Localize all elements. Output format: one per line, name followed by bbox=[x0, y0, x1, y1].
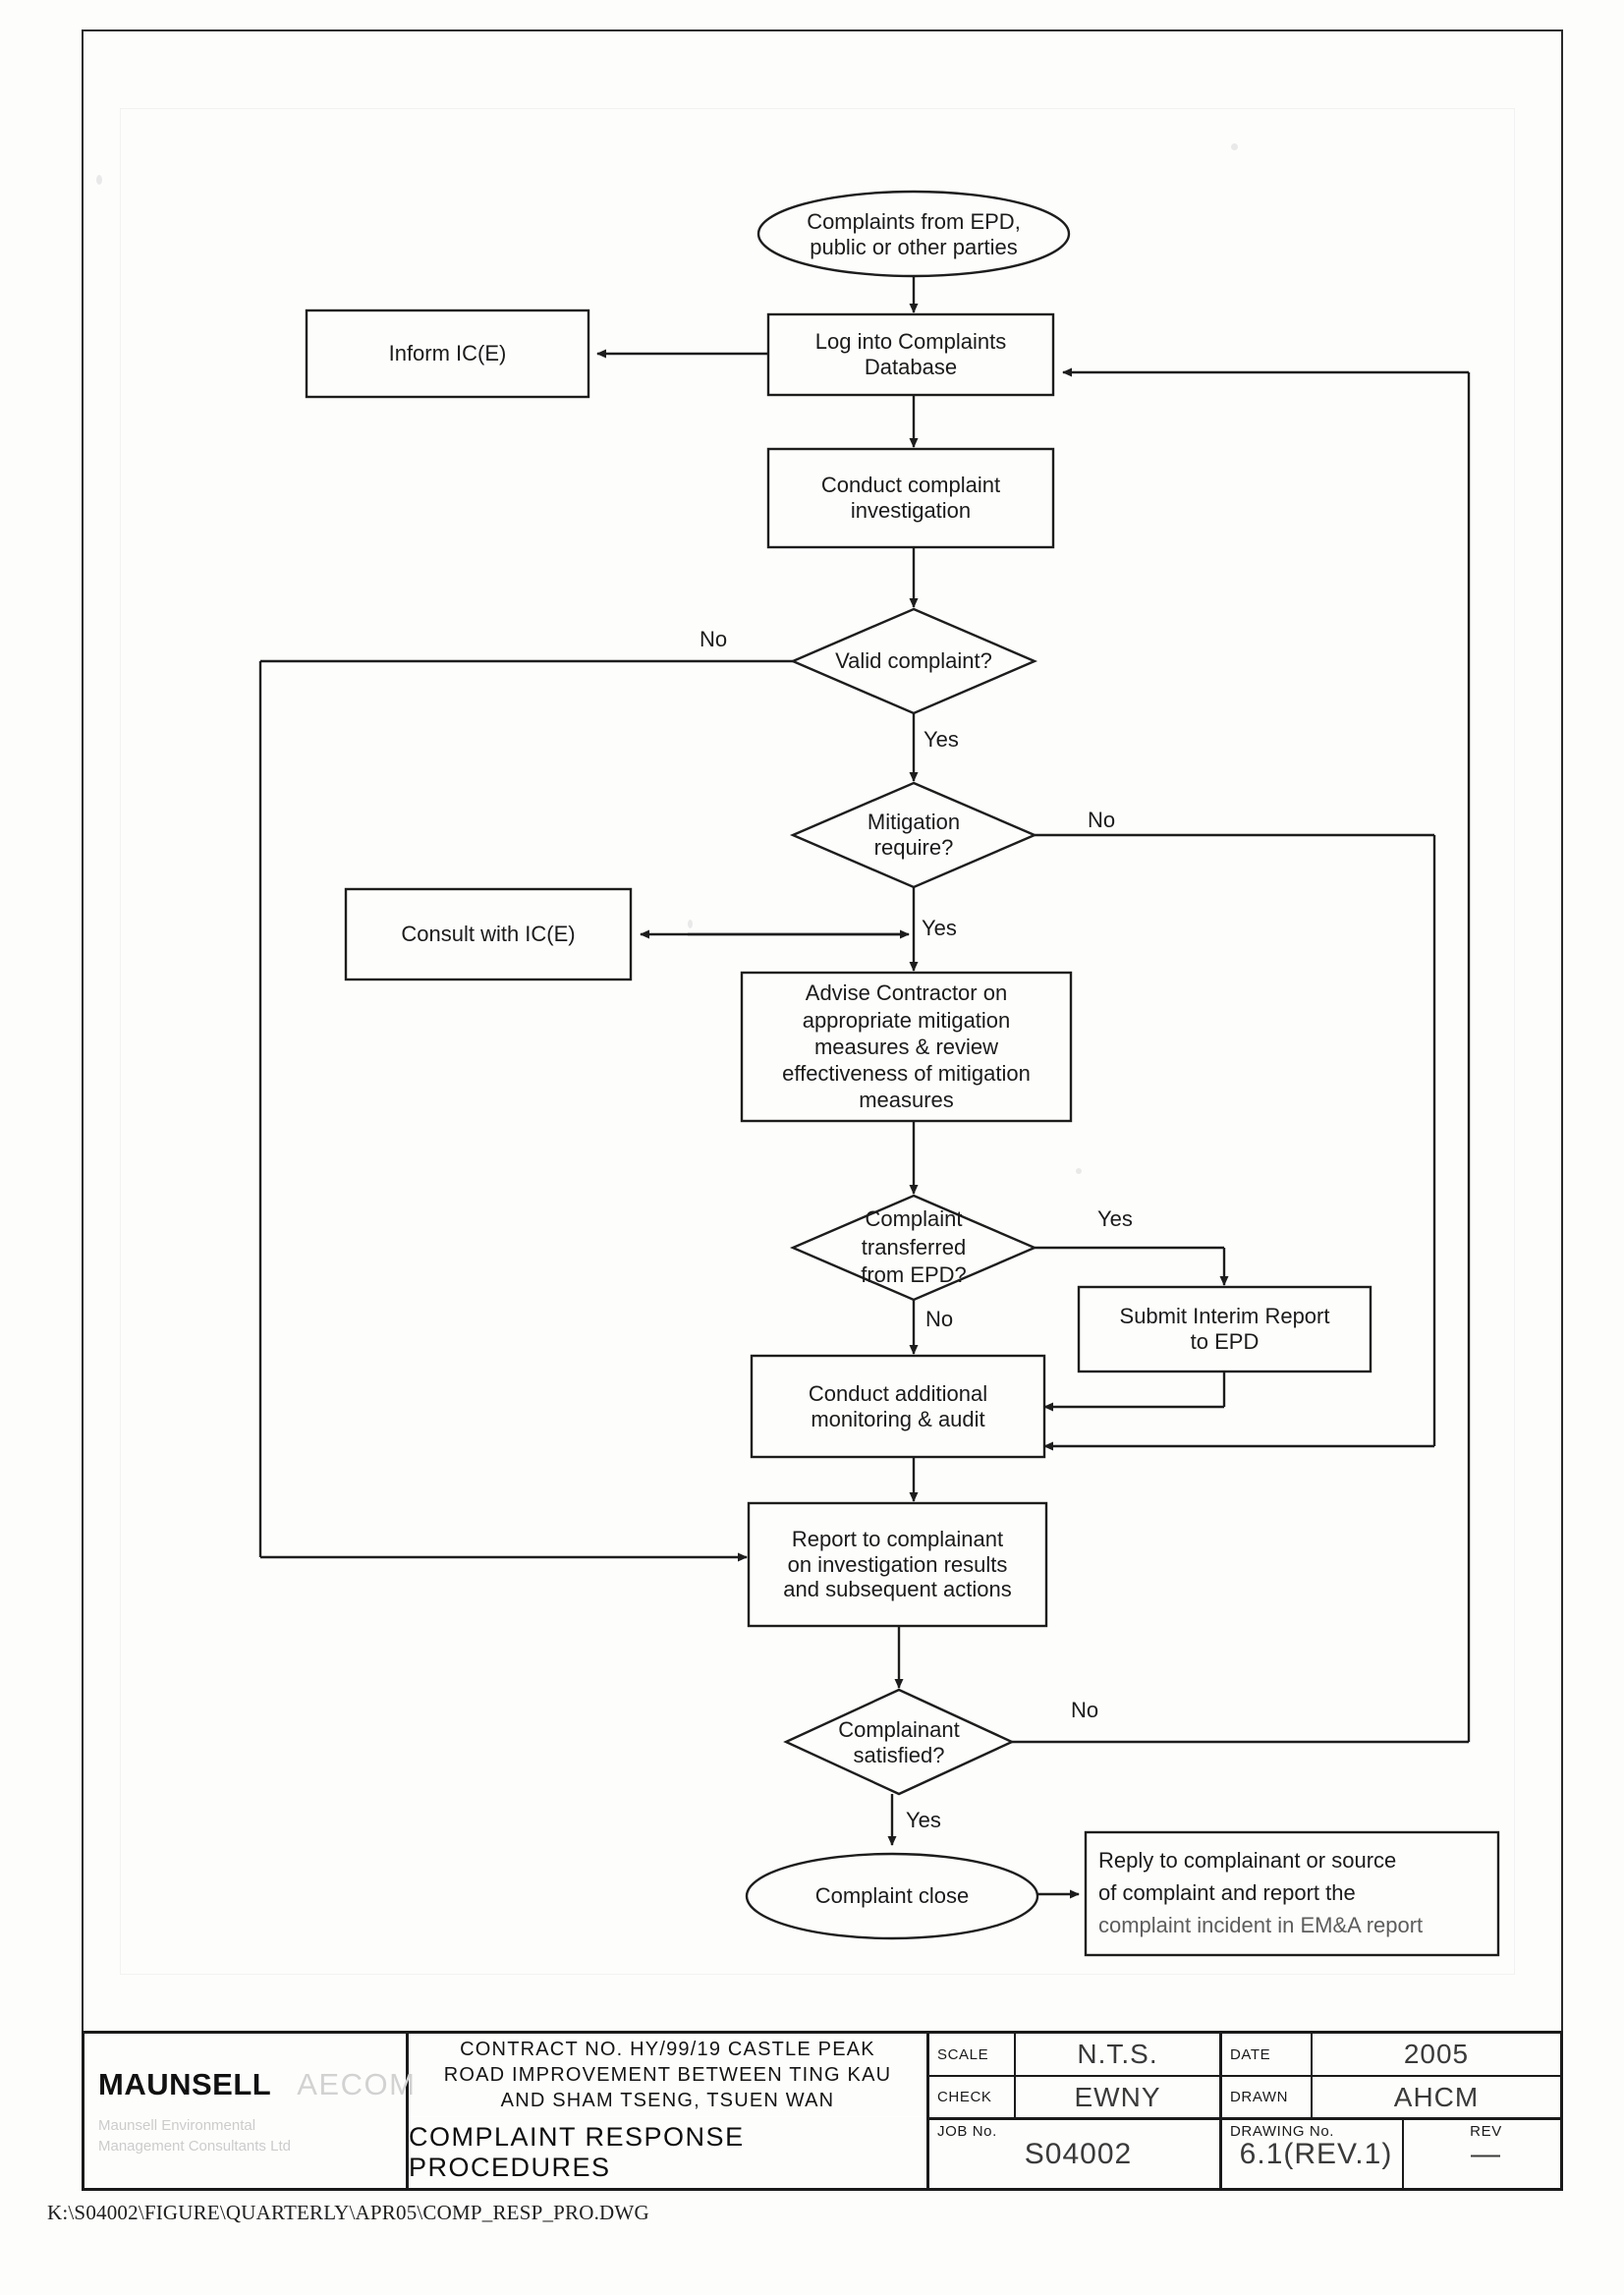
edge-label-satisfied-yes: Yes bbox=[906, 1808, 941, 1832]
log-database-shape bbox=[766, 312, 1055, 397]
contract-line-2: ROAD IMPROVEMENT BETWEEN TING KAU bbox=[443, 2064, 892, 2086]
edge-label-valid-yes: Yes bbox=[924, 727, 959, 752]
title-block: MAUNSELL AECOM Maunsell Environmental Ma… bbox=[82, 2031, 1563, 2191]
contract-line-3: AND SHAM TSENG, TSUEN WAN bbox=[500, 2090, 835, 2111]
maunsell-wordmark: MAUNSELL bbox=[98, 2067, 272, 2102]
complainant-satisfied-shape bbox=[783, 1688, 1015, 1796]
rev-label: REV bbox=[1470, 2123, 1502, 2140]
sheet-inner-border bbox=[120, 108, 1515, 1975]
job-label: JOB No. bbox=[937, 2123, 997, 2140]
title-block-row-scale: SCALE N.T.S. DATE 2005 bbox=[929, 2034, 1560, 2077]
drawing-number-value: 6.1(REV.1) bbox=[1239, 2138, 1393, 2170]
reply-complainant-shape bbox=[1084, 1830, 1500, 1957]
consult-ice-shape bbox=[344, 887, 633, 981]
scale-label: SCALE bbox=[929, 2034, 1016, 2075]
drawing-number-label: DRAWING No. bbox=[1230, 2123, 1335, 2140]
scan-speckle bbox=[1076, 1168, 1082, 1174]
contract-line-1: CONTRACT NO. HY/99/19 CASTLE PEAK bbox=[460, 2039, 875, 2060]
revision-cell: REV — bbox=[1404, 2120, 1560, 2188]
edge-label-mitigation-no: No bbox=[1088, 808, 1116, 832]
scan-speckle bbox=[1231, 143, 1238, 150]
contract-description: CONTRACT NO. HY/99/19 CASTLE PEAK ROAD I… bbox=[409, 2034, 926, 2116]
conduct-additional-shape bbox=[750, 1354, 1046, 1459]
complaint-transferred-shape bbox=[789, 1194, 1038, 1302]
flowchart-canvas bbox=[258, 190, 1500, 1957]
title-block-contract-cell: CONTRACT NO. HY/99/19 CASTLE PEAK ROAD I… bbox=[409, 2034, 929, 2188]
title-block-row-job: JOB No. S04002 DRAWING No. 6.1(REV.1) RE… bbox=[929, 2120, 1560, 2188]
logo-subtitle-line1: Maunsell Environmental bbox=[98, 2117, 256, 2135]
start-terminator-shape bbox=[756, 190, 1071, 278]
scale-value: N.T.S. bbox=[1016, 2034, 1222, 2075]
drawn-label: DRAWN bbox=[1222, 2077, 1313, 2117]
title-block-row-check: CHECK EWNY DRAWN AHCM bbox=[929, 2077, 1560, 2120]
check-value: EWNY bbox=[1016, 2077, 1222, 2117]
scan-speckle bbox=[688, 920, 693, 928]
drawing-number-cell: DRAWING No. 6.1(REV.1) bbox=[1222, 2120, 1404, 2188]
edge-label-transferred-no: No bbox=[925, 1307, 954, 1331]
complaint-close-shape bbox=[745, 1852, 1039, 1940]
date-value: 2005 bbox=[1403, 2039, 1470, 2069]
inform-ice-shape bbox=[305, 308, 590, 399]
date-label: DATE bbox=[1222, 2034, 1313, 2075]
report-complainant-shape bbox=[747, 1501, 1048, 1628]
advise-contractor-shape bbox=[740, 971, 1073, 1123]
rev-value: — bbox=[1471, 2138, 1501, 2170]
title-block-fields: SCALE N.T.S. DATE 2005 CHECK EWNY DRAWN … bbox=[929, 2034, 1560, 2188]
source-file-path: K:\S04002\FIGURE\QUARTERLY\APR05\COMP_RE… bbox=[47, 2201, 649, 2224]
aecom-wordmark: AECOM bbox=[297, 2067, 417, 2102]
conduct-investigation-shape bbox=[766, 447, 1055, 549]
drawing-title: COMPLAINT RESPONSE PROCEDURES bbox=[409, 2116, 926, 2188]
job-number-cell: JOB No. S04002 bbox=[929, 2120, 1222, 2188]
edge-label-transferred-yes: Yes bbox=[1097, 1206, 1133, 1231]
edge-label-satisfied-no: No bbox=[1071, 1698, 1099, 1722]
valid-complaint-shape bbox=[789, 607, 1038, 715]
check-label: CHECK bbox=[929, 2077, 1016, 2117]
job-value: S04002 bbox=[1024, 2138, 1133, 2170]
scan-speckle bbox=[96, 175, 102, 185]
title-block-logo-cell: MAUNSELL AECOM Maunsell Environmental Ma… bbox=[84, 2034, 415, 2188]
logo-subtitle-line2: Management Consultants Ltd bbox=[98, 2137, 291, 2155]
mitigation-require-shape bbox=[789, 781, 1038, 889]
drawn-value: AHCM bbox=[1393, 2081, 1480, 2112]
logo-row: MAUNSELL AECOM bbox=[98, 2065, 415, 2104]
edge-label-valid-no: No bbox=[700, 627, 728, 651]
submit-interim-shape bbox=[1077, 1285, 1372, 1373]
edge-label-mitigation-yes: Yes bbox=[922, 916, 957, 940]
